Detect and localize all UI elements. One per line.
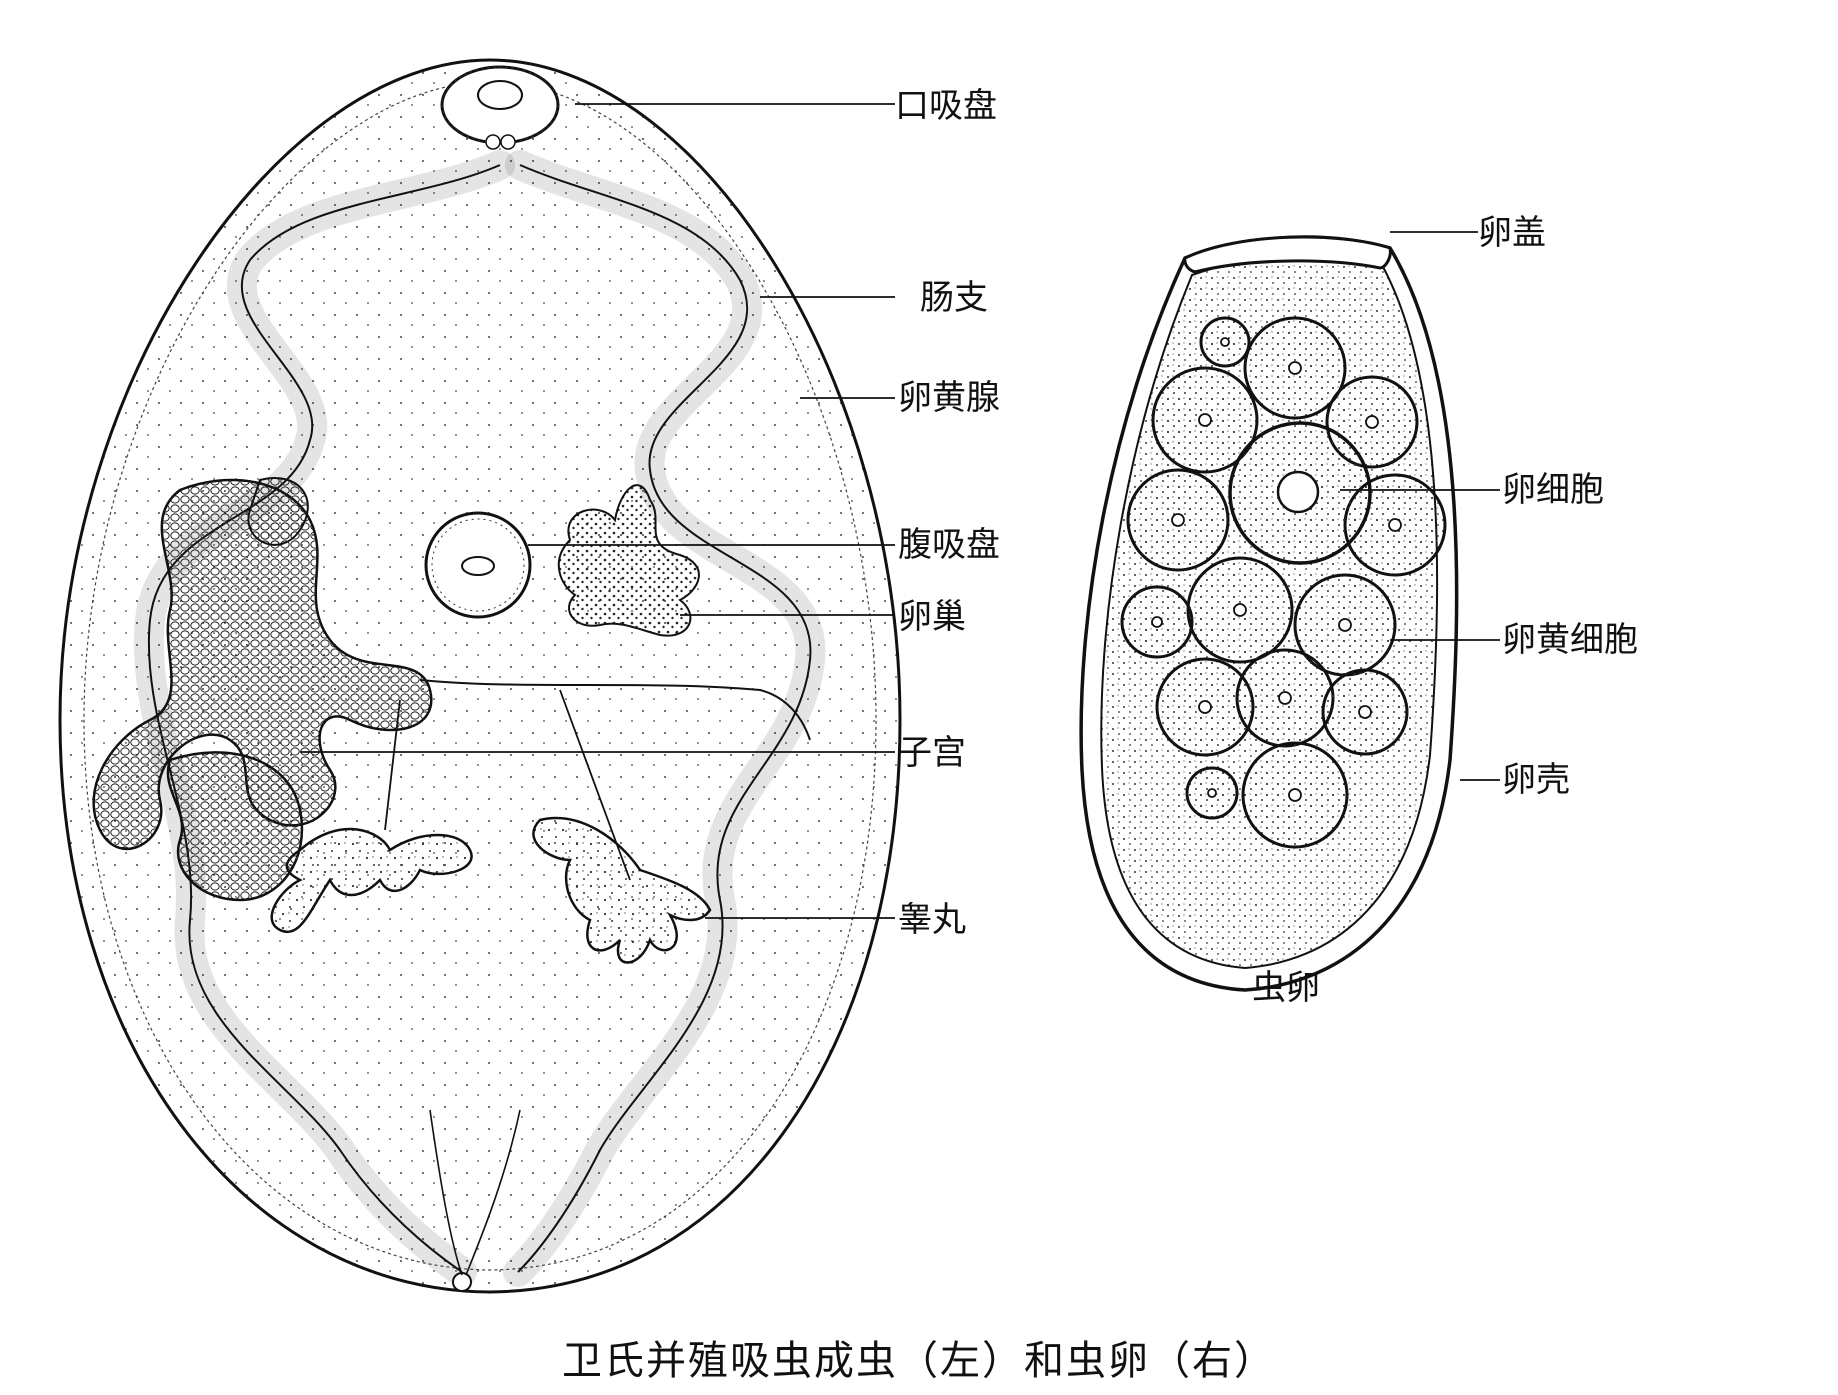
excretory-bladder — [429, 1109, 521, 1276]
testis-right — [532, 816, 712, 964]
ovum-nucleus — [1276, 470, 1320, 514]
uterus-lower-coil — [166, 751, 304, 902]
label-vitelline-cell: 卵黄细胞 — [1502, 620, 1638, 660]
leader-lines — [300, 103, 1500, 919]
intestinal-branch-right-line — [517, 164, 812, 1273]
label-egg-shell: 卵壳 — [1502, 760, 1570, 800]
ovary — [557, 484, 700, 637]
label-intestinal-branch: 肠支 — [920, 278, 988, 318]
figure-caption: 卫氏并殖吸虫成虫（左）和虫卵（右） — [562, 1338, 1276, 1384]
label-egg: 虫卵 — [1252, 968, 1320, 1008]
vas-duct-left — [384, 699, 401, 831]
egg-operculum — [1183, 235, 1392, 274]
label-uterus: 子宫 — [898, 733, 966, 773]
label-ovary: 卵巢 — [898, 597, 966, 637]
ventral-sucker — [424, 511, 532, 619]
uterus-upper-coil — [247, 477, 309, 546]
testis-left — [270, 827, 473, 934]
label-ovum-cell: 卵细胞 — [1502, 470, 1604, 510]
egg — [1079, 235, 1459, 992]
label-oral-sucker: 口吸盘 — [895, 86, 997, 126]
fluke-inner-margin — [83, 81, 877, 1271]
vitelline-duct — [419, 679, 811, 741]
excretory-pore — [452, 1272, 472, 1292]
label-ventral-sucker: 腹吸盘 — [898, 525, 1000, 565]
intestinal-branch-left-line — [147, 164, 501, 1273]
oral-sucker — [440, 65, 560, 150]
label-vitellaria: 卵黄腺 — [898, 378, 1000, 418]
label-operculum: 卵盖 — [1478, 213, 1546, 253]
vitelline-cell-nuclei — [1151, 337, 1402, 802]
adult-fluke — [58, 58, 902, 1294]
label-testis: 睾丸 — [898, 900, 966, 940]
